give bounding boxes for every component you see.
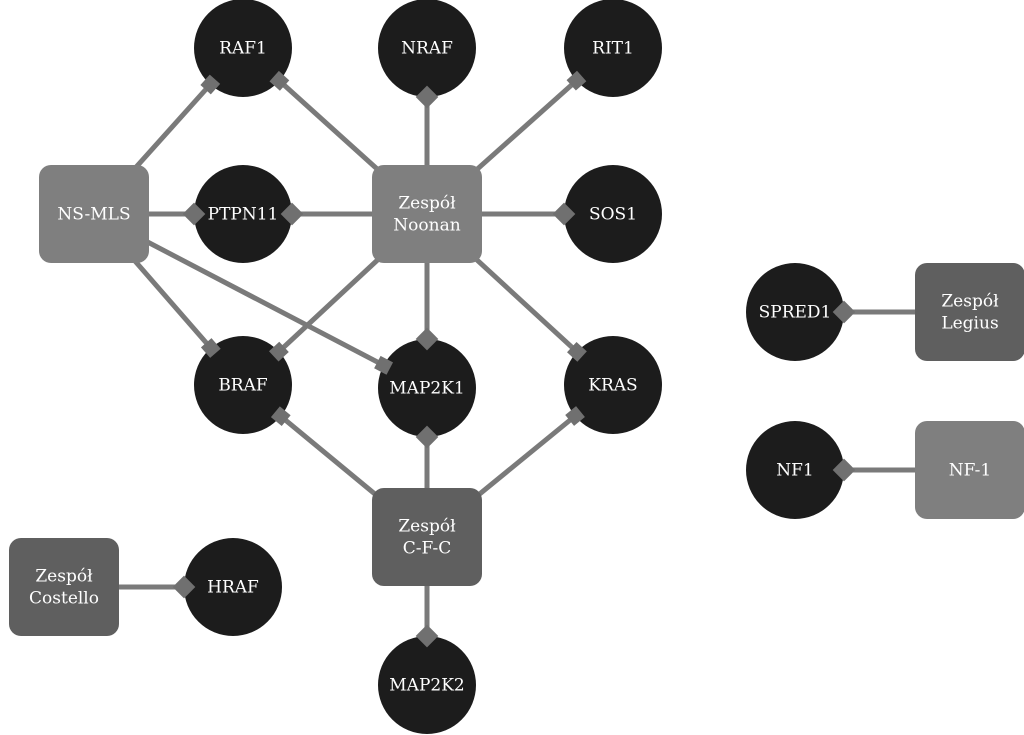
square-marker-nsmls-raf1 [200, 74, 221, 95]
syndrome-label-line: NS-MLS [57, 205, 130, 225]
gene-node-spred1: SPRED1 [746, 263, 844, 361]
gene-circle [746, 421, 844, 519]
gene-node-map2k2: MAP2K2 [378, 636, 476, 734]
gene-circle [194, 336, 292, 434]
diamond-marker-nf1-nf1 [832, 458, 856, 482]
gene-label: RIT1 [592, 39, 634, 59]
gene-circle [564, 165, 662, 263]
gene-node-kras: KRAS [564, 336, 662, 434]
syndrome-node-nsmls: NS-MLS [39, 165, 149, 263]
syndrome-label-line: Zespół [941, 292, 999, 312]
gene-label: PTPN11 [208, 205, 279, 225]
square-marker-nsmls-braf [200, 338, 221, 358]
square-marker-noonan-rit1 [566, 70, 587, 91]
syndrome-box [915, 421, 1024, 519]
gene-label: MAP2K2 [389, 676, 464, 696]
syndrome-box [372, 488, 482, 586]
syndrome-label-line: Zespół [398, 194, 456, 214]
gene-label: NF1 [776, 461, 814, 481]
gene-circle [564, 336, 662, 434]
gene-label: SPRED1 [759, 303, 832, 323]
diamond-marker-cfc-map2k1 [415, 425, 439, 449]
diamond-marker-legius-spred1 [832, 300, 856, 324]
gene-node-nf1: NF1 [746, 421, 844, 519]
gene-circle [378, 339, 476, 437]
syndrome-box [372, 165, 482, 263]
syndrome-label-line: Costello [29, 589, 99, 609]
gene-circle [194, 0, 292, 97]
gene-node-rit1: RIT1 [564, 0, 662, 97]
square-marker-noonan-braf [269, 341, 289, 362]
syndrome-label-line: Noonan [393, 216, 460, 236]
gene-node-nraf: NRAF [378, 0, 476, 97]
gene-circle [378, 0, 476, 97]
gene-label: KRAS [588, 376, 637, 396]
syndrome-label-line: NF-1 [949, 461, 991, 481]
syndrome-box [915, 263, 1024, 361]
square-marker-nsmls-map2k1 [374, 355, 394, 375]
gene-circle [378, 636, 476, 734]
syndrome-node-nf1: NF-1 [915, 421, 1024, 519]
markers-layer [172, 70, 856, 648]
gene-node-ptpn11: PTPN11 [194, 165, 292, 263]
gene-circle [746, 263, 844, 361]
gene-label: NRAF [401, 39, 453, 59]
diamond-marker-cfc-map2k2 [415, 624, 439, 648]
square-marker-noonan-raf1 [269, 70, 290, 91]
diamond-marker-noonan-nraf [415, 85, 439, 109]
square-marker-cfc-kras [565, 406, 585, 426]
gene-label: MAP2K1 [389, 379, 464, 399]
syndrome-box [9, 538, 119, 636]
edge-nsmls-map2k1 [92, 211, 429, 391]
square-marker-cfc-braf [270, 406, 291, 427]
syndrome-label-line: C-F-C [403, 539, 452, 559]
gene-node-braf: BRAF [194, 336, 292, 434]
syndrome-label-line: Zespół [35, 567, 93, 587]
gene-node-raf1: RAF1 [194, 0, 292, 97]
gene-circle [194, 165, 292, 263]
gene-node-hraf: HRAF [184, 538, 282, 636]
gene-node-sos1: SOS1 [564, 165, 662, 263]
gene-circle [564, 0, 662, 97]
square-marker-noonan-kras [567, 341, 587, 362]
syndrome-label-line: Legius [941, 314, 998, 334]
gene-label: RAF1 [219, 39, 267, 59]
diamond-marker-noonan-map2k1 [415, 327, 439, 351]
syndrome-label-line: Zespół [398, 517, 456, 537]
gene-node-map2k1: MAP2K1 [378, 339, 476, 437]
gene-label: SOS1 [589, 205, 637, 225]
gene-label: BRAF [218, 376, 268, 396]
syndrome-box [39, 165, 149, 263]
gene-circle [184, 538, 282, 636]
gene-label: HRAF [207, 578, 259, 598]
